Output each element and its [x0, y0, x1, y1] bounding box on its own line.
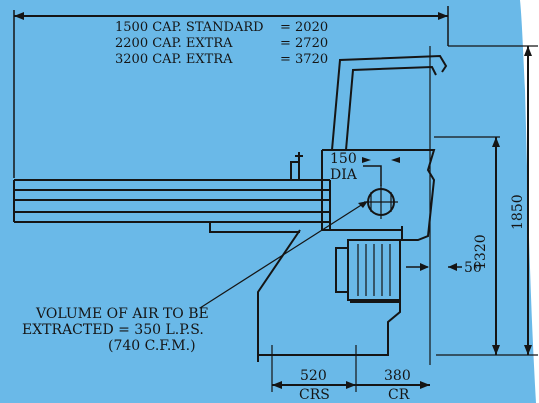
arm-support-bracket	[209, 222, 300, 233]
dim-50-text: 50	[464, 260, 482, 276]
dim-50-left-arrow	[420, 263, 429, 271]
air-note-line2: EXTRACTED = 350 L.P.S.	[22, 322, 204, 338]
machine-outline	[13, 6, 538, 392]
dia-leader	[363, 165, 382, 186]
cap-value-1: = 2020	[280, 20, 328, 35]
cap-label-1: 1500 CAP. STANDARD	[115, 20, 264, 35]
dim-cr-label: CR	[388, 387, 410, 403]
arm-fitting	[290, 161, 300, 181]
dim-1850-text: 1850	[510, 194, 526, 230]
air-volume-leader-arrow	[358, 201, 368, 208]
air-note-line3: (740 C.F.M.)	[108, 338, 196, 354]
cap-value-3: = 3720	[280, 52, 328, 67]
dim-crs-arrows	[272, 381, 356, 389]
dim-cr-arrow	[420, 381, 430, 389]
hood-frame-outer	[331, 54, 448, 151]
dim-crs-value: 520	[300, 368, 327, 384]
dim-cr-value: 380	[384, 368, 411, 384]
air-volume-leader	[199, 201, 367, 309]
main-body	[322, 149, 436, 241]
dia-arrows	[362, 157, 400, 163]
hood-frame-inner	[345, 65, 437, 151]
cap-label-3: 3200 CAP. EXTRA	[115, 52, 233, 67]
outlet-dia-label: DIA	[330, 167, 358, 183]
cap-value-2: = 2720	[280, 36, 328, 51]
base-column	[257, 229, 401, 356]
cap-label-2: 2200 CAP. EXTRA	[115, 36, 233, 51]
air-note-line1: VOLUME OF AIR TO BE	[35, 306, 209, 322]
paper-hole	[526, 80, 539, 110]
dim-crs-label: CRS	[299, 387, 330, 403]
motor-terminal-box	[335, 247, 349, 293]
outlet-size: 150	[330, 151, 357, 167]
dim-1320-text: 1320	[473, 234, 489, 270]
